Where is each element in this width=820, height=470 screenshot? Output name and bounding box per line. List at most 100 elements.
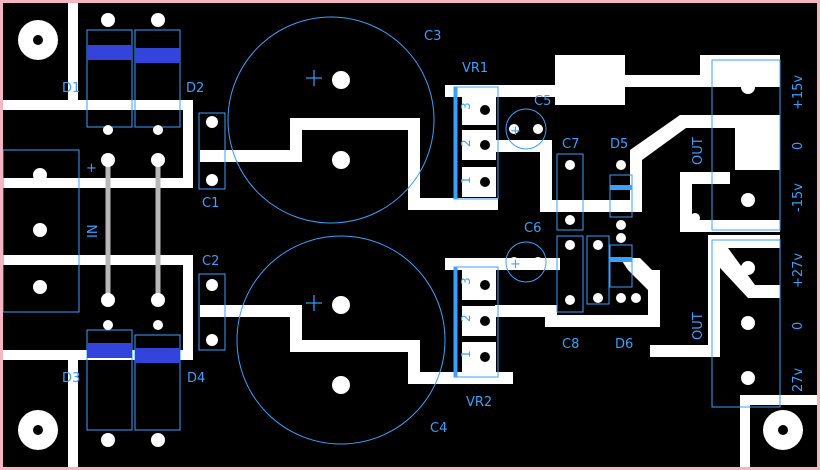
trace-in-lower (3, 255, 193, 265)
pad (153, 320, 163, 330)
trace-in-upper (3, 178, 193, 188)
pad-in-2 (33, 223, 47, 237)
label-c1: C1 (202, 196, 219, 211)
label-d3: D3 (62, 371, 80, 386)
pad (103, 125, 113, 135)
pad-zero-1 (741, 136, 755, 150)
label-plus27: +27v (791, 253, 806, 288)
pad-in-3 (33, 280, 47, 294)
pad-c3-plus (332, 71, 350, 89)
silk-out-connector-top (711, 59, 781, 231)
small-diode-bands (610, 185, 632, 262)
board-background (3, 3, 817, 467)
trace-minus15-a (680, 172, 730, 184)
trace-top-bus (3, 100, 193, 110)
label-c2: C2 (202, 254, 219, 269)
silk-labels: D1 D2 D3 D4 C1 C2 C3 C4 C5 C6 C7 C8 D5 D… (62, 29, 806, 436)
trace-d6-diag (620, 258, 660, 290)
label-vr2-pin3: 3 (459, 277, 473, 285)
pad (151, 13, 165, 27)
silk-d3 (86, 329, 133, 431)
pad-plus15 (741, 80, 755, 94)
pad (151, 153, 165, 167)
silk-c8 (556, 235, 584, 313)
trace-vr2-in (445, 258, 560, 270)
pad-plus27 (741, 261, 755, 275)
polarity-marks (306, 70, 322, 311)
diode-bands (87, 45, 180, 363)
pad-zero-2 (741, 316, 755, 330)
label-vr2-pin2: 2 (459, 314, 473, 322)
silk-input-connector (3, 149, 80, 313)
label-c3: C3 (424, 29, 441, 44)
pad (151, 293, 165, 307)
band-d6 (610, 257, 632, 262)
pad (101, 433, 115, 447)
label-out-1: OUT (691, 137, 706, 165)
pad (206, 116, 218, 128)
pad (103, 320, 113, 330)
label-d5: D5 (610, 137, 628, 152)
trace-out2-rail (708, 235, 720, 357)
trace-bottom-bus-drop (183, 255, 193, 355)
trace-27v-diag (708, 235, 780, 298)
band-d4 (135, 348, 180, 363)
pads (33, 13, 755, 447)
pad (101, 13, 115, 27)
label-vr1-pin2: 2 (459, 139, 473, 147)
pad (206, 334, 218, 346)
label-d2: D2 (186, 81, 204, 96)
pad (151, 433, 165, 447)
trace-minus15-c (680, 220, 780, 232)
pad-in-1 (33, 168, 47, 182)
trace-vr1-out (495, 140, 550, 152)
silk-d5 (609, 174, 633, 218)
trace-c3-right (408, 118, 420, 210)
silk-vr2 (453, 266, 499, 378)
label-zero-1: 0 (791, 142, 806, 150)
pad-c4-minus (332, 376, 350, 394)
trace-vr1-in (445, 85, 580, 97)
label-out-2: OUT (691, 312, 706, 340)
label-zero-2: 0 (791, 322, 806, 330)
label-d6: D6 (615, 337, 633, 352)
trace-vr2-gnd (408, 372, 513, 384)
trace-out2 (650, 345, 720, 357)
trace-top-bus-drop (183, 100, 193, 178)
silk-out-connector-bottom (711, 239, 781, 408)
pad-vr1-2 (462, 130, 496, 160)
band-d2 (135, 48, 180, 63)
silk-c2 (198, 273, 226, 351)
label-d1: D1 (62, 81, 80, 96)
trace-c7-d5 (540, 200, 635, 212)
mounting-holes (18, 20, 803, 450)
silk-d6 (609, 244, 633, 288)
label-c5-polarity: + (510, 124, 521, 139)
pad (206, 174, 218, 186)
label-c6: C6 (524, 221, 541, 236)
trace-br-bus (740, 395, 817, 405)
silk-c6 (505, 241, 547, 283)
label-in: IN (86, 224, 101, 238)
pad-vr1-1 (462, 167, 496, 197)
trace-vr1-gnd (408, 198, 498, 210)
trace-c4-neck (290, 305, 302, 350)
pad-vr2-3 (462, 270, 496, 300)
trace-vr1-out-drop (540, 140, 552, 210)
silk-c7 (556, 153, 584, 231)
silk-d6-body (586, 235, 610, 305)
label-vr1-pin3: 3 (459, 102, 473, 110)
trace-left-rail-bottom (68, 360, 78, 467)
band-d3 (87, 343, 132, 358)
trace-c4-right (408, 340, 420, 382)
trace-c2-c4 (200, 305, 300, 317)
pad (206, 279, 218, 291)
trace-left-rail-top (68, 3, 78, 103)
pad-c4-plus (332, 296, 350, 314)
pcb-layout: D1 D2 D3 D4 C1 C2 C3 C4 C5 C6 C7 C8 D5 D… (3, 3, 817, 467)
pad-minus15 (741, 193, 755, 207)
silk-c5 (505, 108, 547, 150)
band-d5 (610, 185, 632, 190)
label-plus15: +15v (791, 75, 806, 110)
